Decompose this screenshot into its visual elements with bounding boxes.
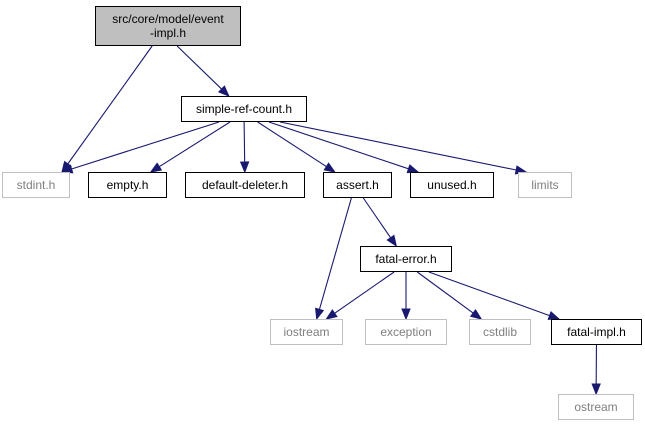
node-label: src/core/model/event -impl.h [112,12,224,40]
node-label: fatal-impl.h [567,325,626,339]
edge-fatal_error-to-iostream [334,271,395,314]
node-label: limits [531,178,559,192]
node-event-impl-h[interactable]: src/core/model/event -impl.h [95,6,241,46]
edge-event_impl-to-simple_ref_count [176,45,222,90]
arrowhead-fatal_error-to-exception [401,308,411,321]
node-cstdlib[interactable]: cstdlib [469,319,531,345]
arrowhead-simple_ref_count-to-empty [149,162,163,173]
node-fatal-error-h[interactable]: fatal-error.h [360,246,452,272]
node-limits[interactable]: limits [518,172,572,198]
edge-fatal_error-to-fatal_impl [428,271,550,317]
arrowhead-fatal_error-to-cstdlib [469,308,483,320]
node-label: empty.h [106,178,149,192]
node-simple-ref-count-h[interactable]: simple-ref-count.h [181,96,307,122]
edge-simple_ref_count-to-limits [280,121,517,171]
node-stdint-h[interactable]: stdint.h [2,172,70,198]
node-label: simple-ref-count.h [195,102,293,116]
node-fatal-impl-h[interactable]: fatal-impl.h [551,319,642,345]
arrowhead-fatal_impl-to-ostream [591,383,601,396]
edge-assert-to-fatal_error [362,197,392,239]
node-label: unused.h [427,178,477,192]
node-default-deleter-h[interactable]: default-deleter.h [185,172,305,198]
node-empty-h[interactable]: empty.h [88,172,167,198]
node-label: cstdlib [482,325,517,339]
arrowhead-fatal_error-to-iostream [325,309,338,320]
node-exception[interactable]: exception [365,319,447,345]
edge-simple_ref_count-to-default_deleter [243,121,246,163]
edge-assert-to-iostream [318,197,352,310]
arrowhead-assert-to-fatal_error [386,234,398,248]
edge-simple_ref_count-to-stdint [71,121,220,170]
arrowhead-simple_ref_count-to-default_deleter [239,161,250,174]
edge-simple_ref_count-to-empty [158,121,231,168]
arrowhead-assert-to-iostream [315,307,325,321]
node-assert-h[interactable]: assert.h [323,172,392,198]
node-label: iostream [283,325,330,339]
node-label: assert.h [336,178,379,192]
node-iostream[interactable]: iostream [270,319,343,345]
node-ostream[interactable]: ostream [558,394,634,420]
node-label: default-deleter.h [201,178,289,192]
node-label: fatal-error.h [375,252,437,266]
edge-simple_ref_count-to-unused [268,121,409,170]
edge-simple_ref_count-to-assert [257,121,327,168]
node-label: exception [380,325,432,339]
arrowhead-event_impl-to-simple_ref_count [217,85,230,97]
node-unused-h[interactable]: unused.h [410,172,494,198]
node-label: stdint.h [16,178,56,192]
node-label: ostream [574,400,618,414]
edge-event_impl-to-stdint [67,45,153,165]
arrowhead-simple_ref_count-to-assert [323,162,336,173]
edge-fatal_error-to-cstdlib [416,271,474,314]
